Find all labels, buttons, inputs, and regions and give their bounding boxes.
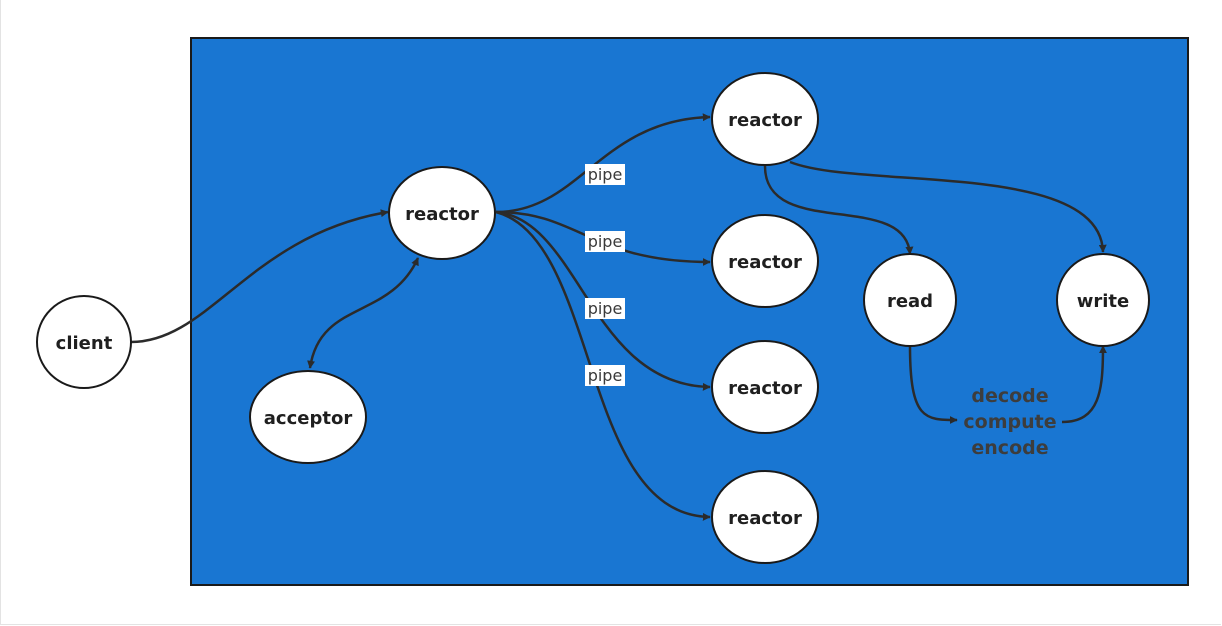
client-node	[36, 295, 132, 389]
pipe-label-4: pipe	[585, 365, 625, 386]
sub-reactor-label-1: reactor	[728, 110, 802, 131]
sub-reactor-node-1	[711, 72, 819, 166]
svg-text:pipe: pipe	[588, 299, 623, 318]
svg-text:pipe: pipe	[588, 232, 623, 251]
main-reactor-label: reactor	[405, 204, 479, 225]
pipe-label-1: pipe	[585, 164, 625, 185]
step-encode: encode	[971, 437, 1048, 459]
edge-client-reactor	[130, 209, 389, 344]
edge-reactor-acceptor	[307, 257, 420, 369]
sub-reactor-node-4	[711, 470, 819, 564]
step-compute: compute	[963, 411, 1056, 433]
client-label: client	[56, 333, 113, 354]
read-label: read	[887, 291, 933, 312]
sub-reactor-node-2	[711, 214, 819, 308]
write-node	[1056, 253, 1150, 347]
sub-reactor-label-2: reactor	[728, 252, 802, 273]
write-label: write	[1077, 291, 1130, 312]
edge-encode-write	[1061, 345, 1107, 424]
sub-reactor-label-4: reactor	[728, 508, 802, 529]
svg-text:pipe: pipe	[588, 366, 623, 385]
main-reactor-node	[388, 166, 496, 260]
sub-reactor-label-3: reactor	[728, 378, 802, 399]
pipe-label-3: pipe	[585, 298, 625, 319]
sub-reactor-node-3	[711, 340, 819, 434]
acceptor-label: acceptor	[264, 408, 353, 429]
edge-subreactor-read	[763, 165, 914, 255]
server-container	[190, 37, 1189, 586]
step-decode: decode	[971, 385, 1048, 407]
pipe-label-2: pipe	[585, 231, 625, 252]
svg-text:pipe: pipe	[588, 165, 623, 184]
acceptor-node	[249, 370, 367, 464]
edge-subreactor-write	[789, 160, 1107, 253]
read-node	[863, 253, 957, 347]
edge-read-decode	[908, 345, 958, 424]
